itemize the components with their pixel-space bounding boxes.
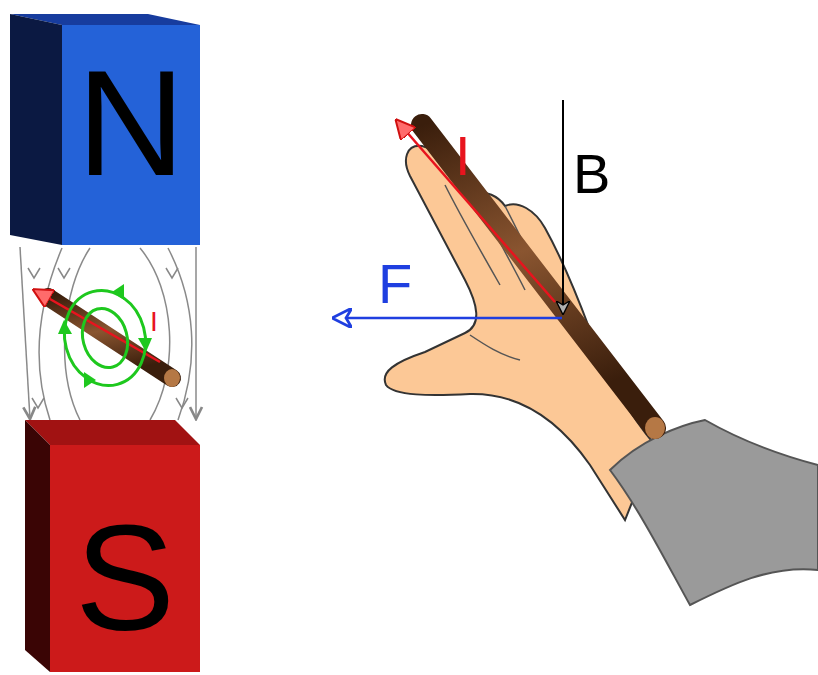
current-arrow xyxy=(36,291,160,362)
current-label: I xyxy=(150,308,158,336)
magnet-pole: S xyxy=(25,420,200,672)
field-arrow xyxy=(84,372,96,388)
field-line xyxy=(168,248,192,420)
magnet-top xyxy=(25,420,200,445)
field-lines xyxy=(39,248,192,438)
wire-field-arrows xyxy=(58,284,152,388)
hand xyxy=(385,146,655,520)
force-arrow xyxy=(336,317,562,320)
wire-field xyxy=(54,281,156,394)
field-line xyxy=(195,247,197,419)
field-ring xyxy=(54,281,156,394)
wire-end xyxy=(645,417,665,439)
field-label: B xyxy=(573,146,610,202)
force-label: F xyxy=(378,256,412,312)
field-arrow xyxy=(28,268,40,278)
field-arrow xyxy=(138,338,152,352)
magnet-front xyxy=(50,445,200,672)
sleeve xyxy=(610,420,818,605)
wire xyxy=(422,125,655,428)
field-arrow xyxy=(58,268,70,278)
pole-letter: N xyxy=(62,48,200,198)
field-line xyxy=(20,247,30,419)
magnet-side xyxy=(25,420,50,672)
field-arrow xyxy=(166,268,178,278)
pole-letter: S xyxy=(50,503,200,653)
current-label: I xyxy=(455,128,471,184)
field-arrows xyxy=(28,268,188,408)
field-arrow xyxy=(58,320,72,334)
field-arrow xyxy=(562,100,564,312)
finger-line xyxy=(470,335,520,360)
magnet-pole: N xyxy=(10,14,200,246)
magnet-side xyxy=(10,14,62,245)
field-ring xyxy=(76,303,134,372)
field-arrow xyxy=(32,398,44,408)
magnet-front xyxy=(62,25,200,245)
field-arrow xyxy=(112,284,124,300)
wire-end xyxy=(164,369,180,387)
field-arrow xyxy=(176,398,188,408)
current-arrow xyxy=(398,122,555,302)
